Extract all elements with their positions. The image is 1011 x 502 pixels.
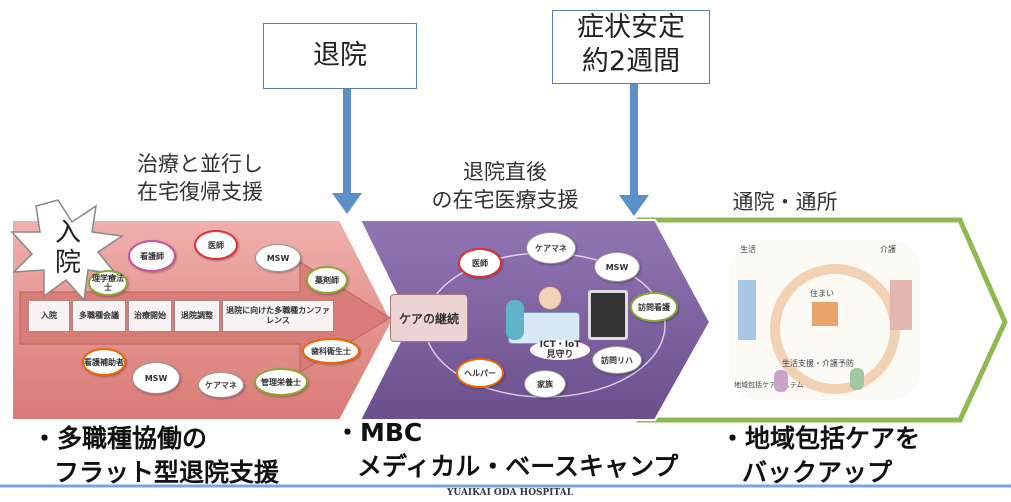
- stage1-node-msw: MSW: [255, 244, 301, 272]
- home-icon: [812, 302, 838, 326]
- stage1-node-dietitian: 管理栄養士: [254, 368, 308, 396]
- stage1-node-msw2: MSW: [132, 362, 180, 394]
- stage1-node-pt: 理学療法士: [88, 270, 128, 296]
- stage1-tile-5: 退院に向けた多職種カンファレンス: [222, 300, 334, 332]
- patient-care-illustration: ICT・IoT 見守り: [500, 278, 630, 362]
- stage2-node-doctor: 医師: [458, 248, 502, 278]
- caption-mbc: ・MBC メディカル・ベースキャンプ: [335, 418, 679, 481]
- stable-callout: 症状安定 約2週間: [552, 10, 710, 84]
- caregiver-icon: [506, 300, 524, 340]
- stage1-node-cm: ケアマネ: [198, 372, 244, 398]
- care-continuation-box: ケアの継続: [390, 294, 468, 342]
- watching-label: ICT・IoT 見守り: [530, 340, 590, 360]
- label-support: 生活支援・介護予防: [782, 359, 854, 368]
- caption-community-backup: ・地域包括ケアを バックアップ: [720, 424, 921, 487]
- patient-icon: [538, 286, 562, 310]
- care-ring: [770, 264, 900, 394]
- stage1-node-dh: 歯科衛生士: [302, 338, 360, 364]
- stage2-node-visitnurse: 訪問看護: [630, 292, 678, 322]
- discharge-text: 退院: [313, 40, 367, 71]
- stage2-node-visitrehab: 訪問リハ: [592, 346, 642, 374]
- stable-line1: 症状安定: [577, 12, 685, 43]
- stage1-tile-4: 退院調整: [174, 300, 220, 332]
- stage1-tile-1: 入院: [28, 300, 70, 332]
- label-care: 介護: [880, 245, 896, 254]
- stage1-node-doctor: 医師: [194, 230, 238, 260]
- label-home: 住まい: [810, 289, 834, 298]
- stage1-node-pharmacist: 薬剤師: [306, 266, 348, 294]
- community-care-illustration: 生活 介護 住まい 生活支援・介護予防 地域包括ケアシステム: [730, 240, 920, 400]
- stage2-node-family: 家族: [524, 370, 566, 398]
- stage2-node-msw: MSW: [594, 252, 640, 282]
- stage1-tile-2: 多職種会議: [72, 300, 126, 332]
- stable-line2: 約2週間: [581, 46, 681, 77]
- caption-flat-discharge: ・多職種協働の フラット型退院支援: [32, 424, 280, 487]
- label-life: 生活: [740, 245, 756, 254]
- label-system: 地域包括ケアシステム: [734, 381, 804, 389]
- footer-logo: YUAIKAI ODA HOSPITAL: [430, 488, 590, 498]
- discharge-callout: 退院: [263, 23, 417, 89]
- stage1-tile-3: 治療開始: [128, 300, 172, 332]
- footer-text: YUAIKAI ODA HOSPITAL: [446, 488, 574, 498]
- phase1-heading: 治療と並行し 在宅復帰支援: [137, 152, 263, 204]
- admission-label: 入 院: [54, 218, 81, 278]
- admission-starburst: [10, 199, 125, 302]
- stage1-node-aide: 看護補助者: [82, 348, 126, 376]
- stage1-node-nurse: 看護師: [128, 240, 176, 272]
- phase3-heading: 通院・通所: [732, 190, 838, 214]
- phase2-heading: 退院直後 の在宅医療支援: [431, 160, 579, 212]
- stage2-node-cm: ケアマネ: [526, 232, 576, 264]
- tablet-icon: [588, 290, 628, 340]
- stage2-node-helper: ヘルパー: [456, 358, 504, 388]
